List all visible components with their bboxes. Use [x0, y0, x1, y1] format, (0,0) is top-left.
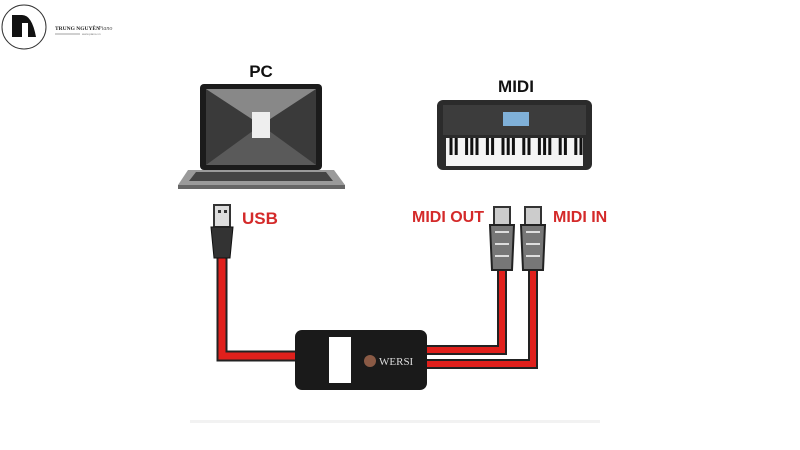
black-key: [449, 138, 453, 155]
piano-logo-icon: [12, 15, 36, 37]
black-key: [501, 138, 505, 155]
logo-tagline: www.piano.vn: [82, 32, 101, 36]
black-key: [470, 138, 474, 155]
usb-label: USB: [242, 209, 278, 228]
midi-label: MIDI: [498, 77, 534, 96]
black-key: [465, 138, 469, 155]
midi-in-label: MIDI IN: [553, 209, 607, 226]
black-key: [485, 138, 489, 155]
black-key: [511, 138, 515, 155]
black-key: [537, 138, 541, 155]
black-key: [475, 138, 479, 155]
black-key: [506, 138, 510, 155]
cables: [216, 255, 538, 369]
logo: TRUNG NGUYÊN Piano www.piano.vn: [1, 4, 112, 50]
black-key: [579, 138, 583, 155]
wersi-logo-icon: [364, 355, 376, 367]
black-key: [558, 138, 562, 155]
midi-out-label: MIDI OUT: [412, 209, 484, 226]
midi-in-plug: [519, 206, 547, 271]
black-key: [543, 138, 547, 155]
logo-script: Piano: [97, 26, 112, 32]
black-key: [491, 138, 495, 155]
pc-label: PC: [249, 62, 273, 81]
black-key: [574, 138, 578, 155]
keyboard-image: [437, 100, 592, 170]
black-key: [563, 138, 567, 155]
usb-midi-interface: WERSI: [295, 330, 427, 390]
logo-brand: TRUNG NGUYÊN: [55, 24, 100, 32]
usb-plug: [210, 204, 234, 259]
black-key: [548, 138, 552, 155]
black-key: [454, 138, 458, 155]
interface-brand: WERSI: [379, 356, 414, 368]
midi-out-plug: [488, 206, 516, 271]
laptop-image: [178, 84, 345, 189]
black-key: [522, 138, 526, 155]
black-key: [527, 138, 531, 155]
